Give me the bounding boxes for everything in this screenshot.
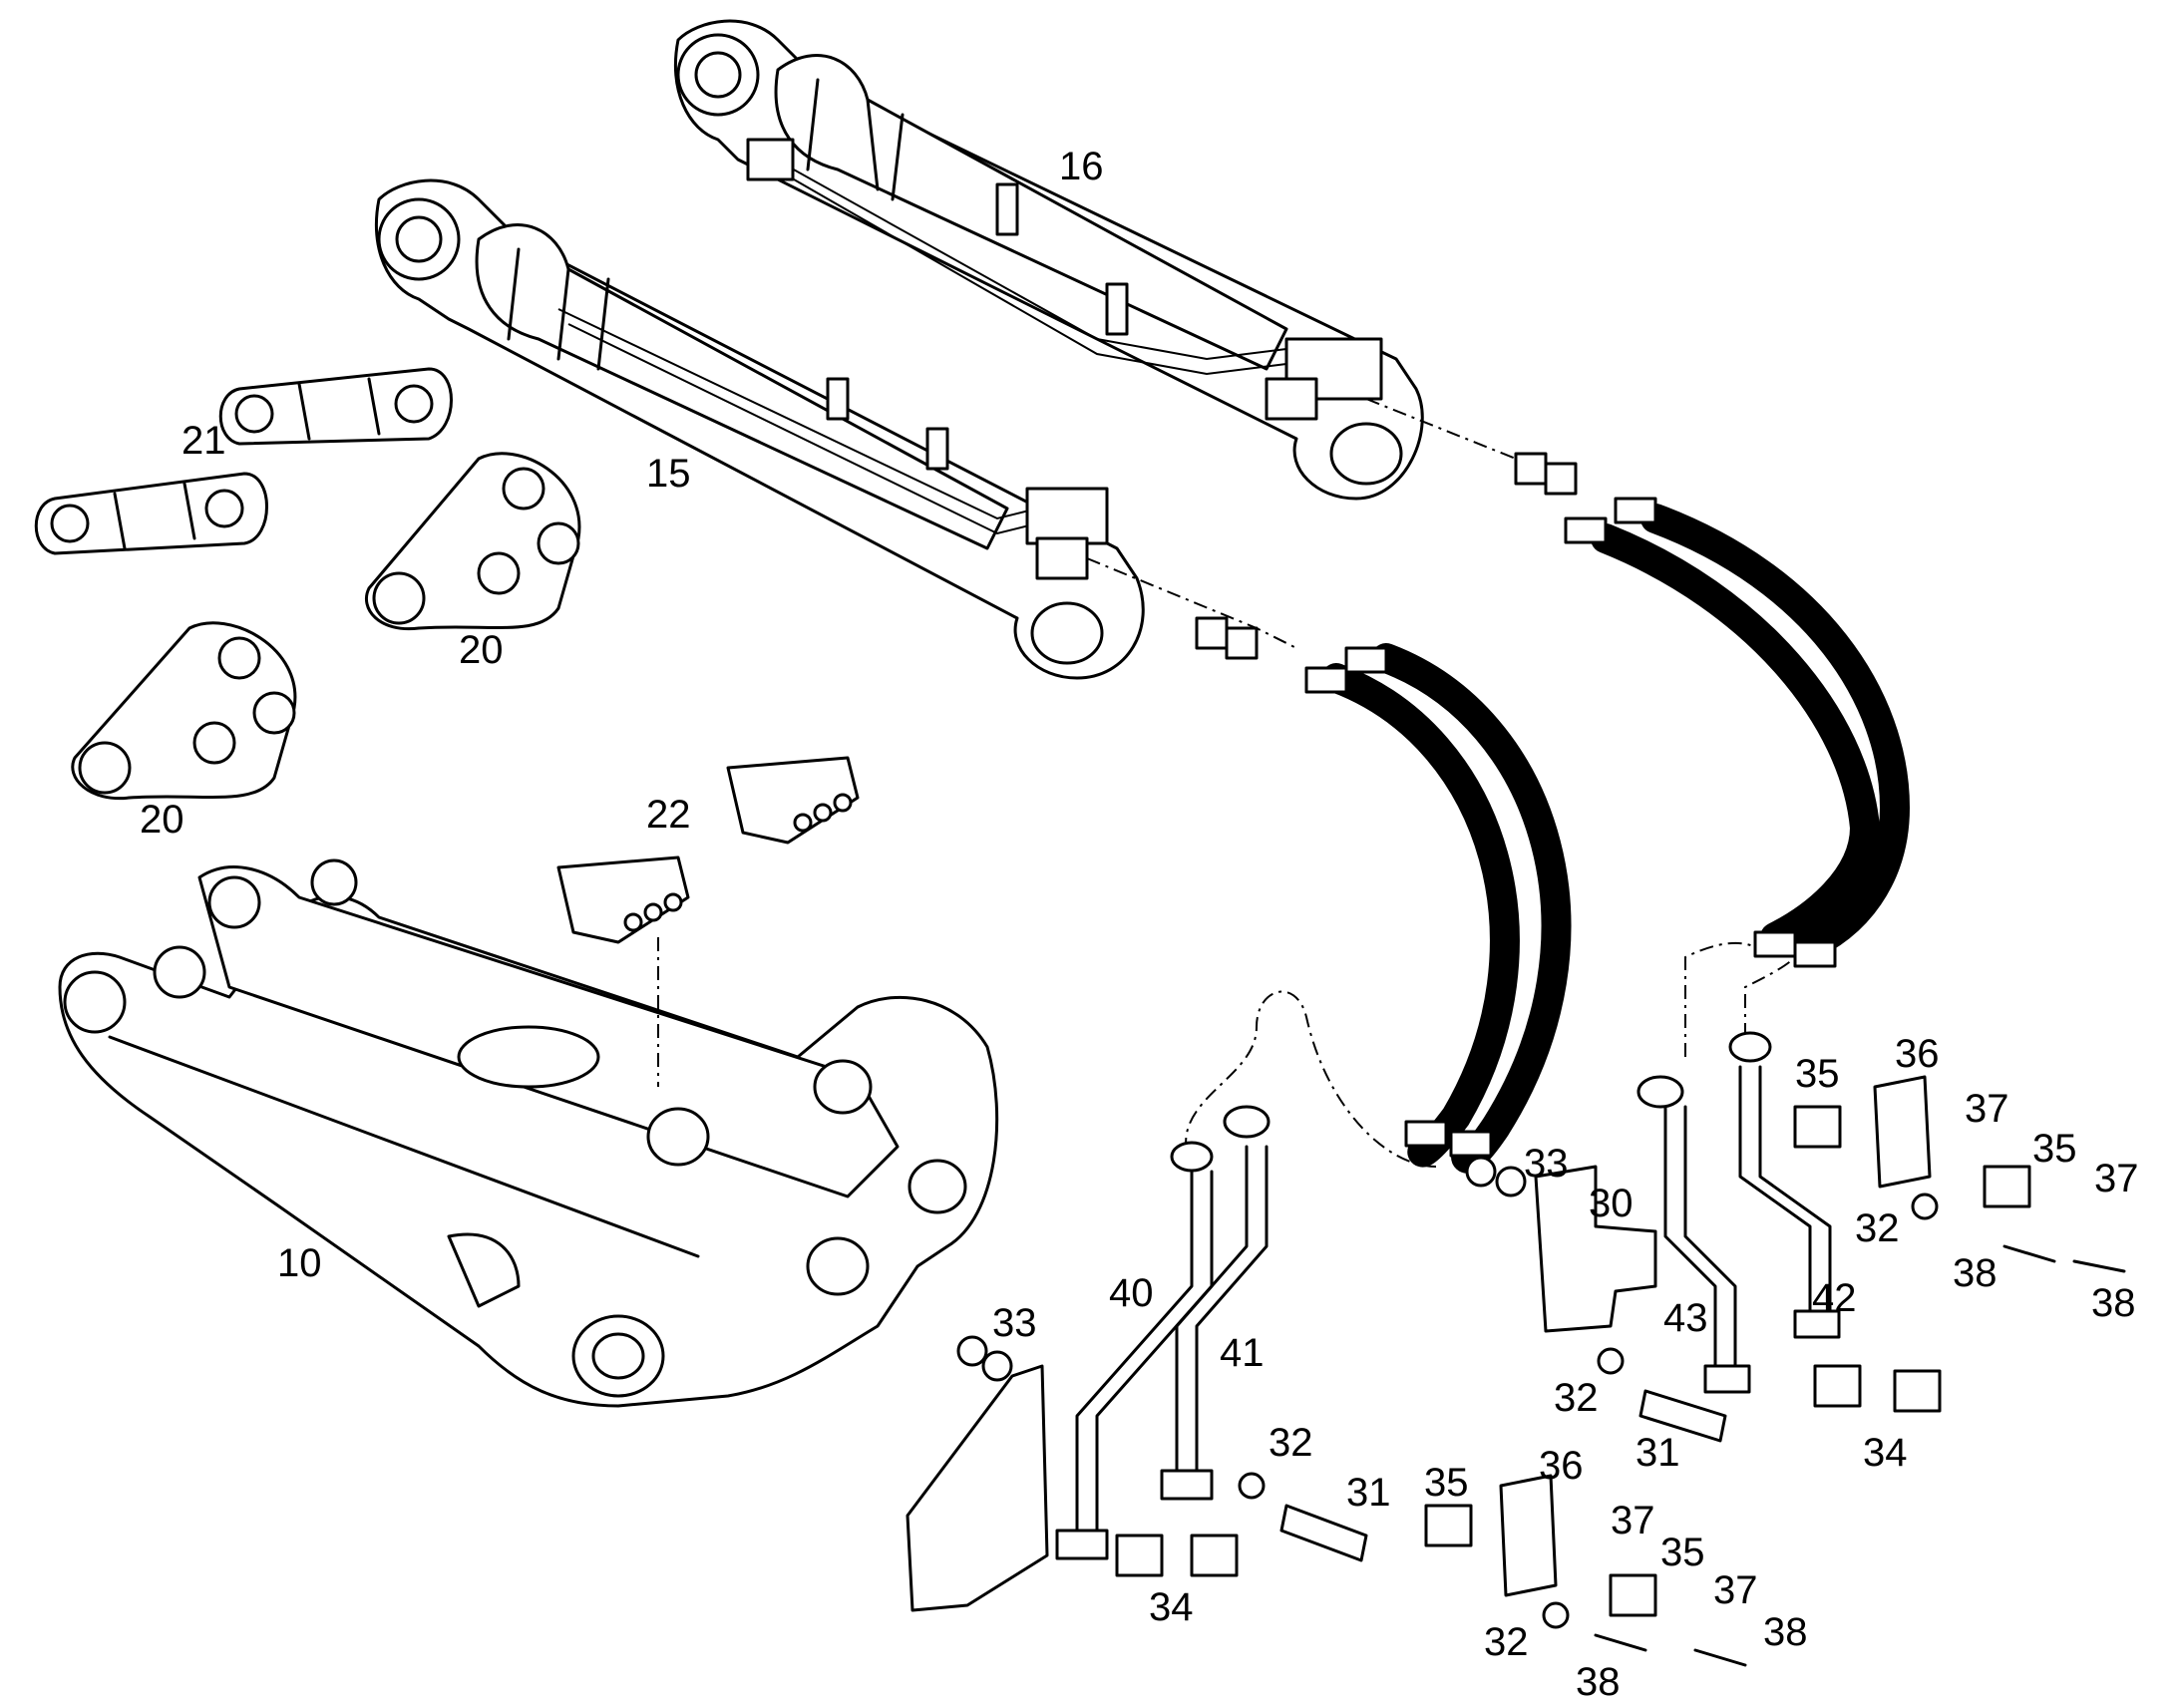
callout-10: 10 <box>277 1241 322 1285</box>
bolts-and-washers <box>956 1156 2126 1667</box>
callout-20-lower: 20 <box>140 798 184 842</box>
valve-block-22-lower <box>556 855 690 944</box>
hose-pair-16 <box>1564 497 1911 968</box>
hydraulic-cylinder-15 <box>374 178 1145 680</box>
callout-33-left: 33 <box>992 1301 1037 1345</box>
bracket-plate-30 <box>1534 1165 1657 1333</box>
callout-22: 22 <box>646 793 691 837</box>
callout-35-d: 35 <box>1660 1531 1705 1574</box>
callout-38-c: 38 <box>1576 1660 1621 1704</box>
callout-30: 30 <box>1589 1182 1634 1225</box>
callout-37-b: 37 <box>2094 1157 2139 1200</box>
callout-35-c: 35 <box>1424 1461 1469 1505</box>
bracket-20-upper <box>365 452 581 631</box>
clamp-blocks <box>1115 1075 2031 1617</box>
callout-32-lower: 32 <box>1484 1620 1529 1664</box>
callout-31-right: 31 <box>1635 1431 1680 1475</box>
callout-42: 42 <box>1812 1276 1857 1320</box>
callout-38-d: 38 <box>1763 1610 1808 1654</box>
callout-34-right: 34 <box>1863 1431 1908 1475</box>
callout-31-left: 31 <box>1346 1471 1391 1515</box>
callout-37-a: 37 <box>1965 1087 2009 1131</box>
bracket-20-lower <box>71 621 297 801</box>
callout-41: 41 <box>1220 1331 1265 1375</box>
callout-36-left: 36 <box>1539 1444 1584 1488</box>
callout-37-c: 37 <box>1611 1499 1655 1542</box>
callout-35-a: 35 <box>1795 1052 1840 1096</box>
bracket-plate-lower <box>906 1364 1049 1612</box>
tube-42-43 <box>1663 1065 1841 1394</box>
callout-34-left: 34 <box>1149 1585 1194 1629</box>
callout-38-b: 38 <box>2091 1281 2136 1325</box>
hydraulic-cylinder-16 <box>673 19 1424 501</box>
callout-16: 16 <box>1059 145 1104 188</box>
callout-36-right: 36 <box>1895 1032 1940 1076</box>
callout-20-upper: 20 <box>459 628 504 672</box>
callout-38-a: 38 <box>1953 1251 1998 1295</box>
callout-40: 40 <box>1109 1271 1154 1315</box>
link-21-upper <box>218 367 453 446</box>
callout-37-d: 37 <box>1713 1568 1758 1612</box>
callouts: 10 15 16 20 20 21 22 30 31 31 32 32 32 3… <box>140 145 2139 1704</box>
link-21-lower <box>34 472 268 555</box>
flange-fittings <box>1170 452 1772 1173</box>
callout-15: 15 <box>646 452 691 496</box>
callout-43: 43 <box>1663 1296 1708 1340</box>
callout-33-right: 33 <box>1524 1142 1569 1186</box>
callout-32-middle: 32 <box>1269 1421 1313 1465</box>
hose-pair-15 <box>1304 643 1572 1174</box>
tube-40-41 <box>1055 1145 1269 1560</box>
callout-35-b: 35 <box>2032 1127 2077 1171</box>
callout-32-far-right: 32 <box>1855 1206 1900 1250</box>
callout-21: 21 <box>182 419 226 463</box>
boom-frame-10 <box>58 858 999 1408</box>
valve-block-22-upper <box>726 756 860 845</box>
callout-32-right: 32 <box>1554 1376 1599 1420</box>
